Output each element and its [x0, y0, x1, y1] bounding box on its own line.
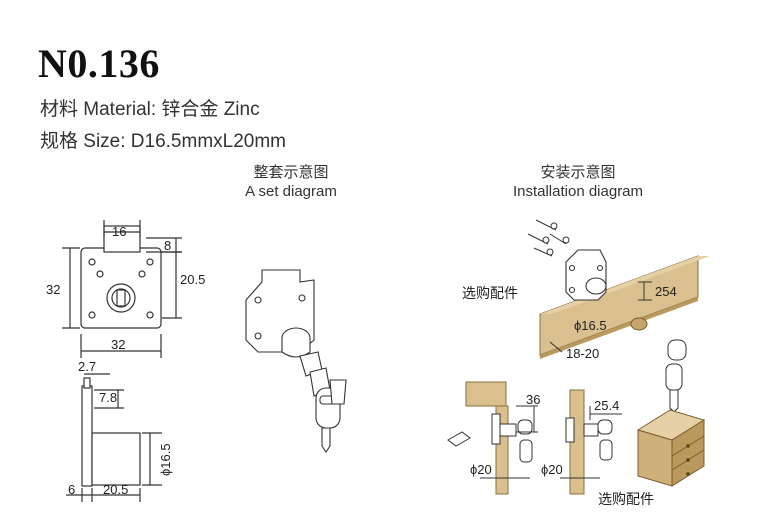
install-detail-left [447, 381, 538, 495]
dim-8: 8 [164, 238, 171, 253]
lock-set-illustration [245, 269, 347, 453]
dim-phi-20-right: ϕ20 [541, 462, 563, 477]
label-optional-parts: 选购配件 [462, 285, 518, 301]
installation-keys [665, 339, 687, 413]
dim-36: 36 [526, 392, 540, 407]
size-spec: 规格 Size: D16.5mmxL20mm [40, 131, 287, 152]
lock-front-view [62, 220, 182, 358]
installation-lock [565, 249, 607, 301]
dim-20-5-front: 20.5 [180, 272, 205, 287]
dim-6: 6 [68, 482, 75, 497]
set-diagram-caption-cn: 整套示意图 [253, 164, 329, 181]
dim-254: 254 [655, 284, 677, 299]
set-diagram-caption-en: A set diagram [245, 183, 337, 200]
installation-caption-cn: 安装示意图 [540, 164, 616, 181]
dim-phi-16-5-side: ϕ16.5 [158, 443, 173, 476]
dim-7-8: 7.8 [99, 390, 117, 405]
set-diagram-caption: 整套示意图 A set diagram [216, 163, 366, 201]
dim-2-7: 2.7 [78, 359, 96, 374]
dim-25-4: 25.4 [594, 398, 619, 413]
cabinet-illustration [636, 409, 706, 487]
lock-side-view [66, 373, 162, 502]
dim-16: 16 [112, 224, 126, 239]
material-spec: 材料 Material: 锌合金 Zinc [40, 99, 260, 120]
installation-caption-en: Installation diagram [512, 183, 644, 200]
dim-phi-20-left: ϕ20 [470, 462, 492, 477]
dim-20-5-side: 20.5 [103, 482, 128, 497]
dim-phi-16-5-install: ϕ16.5 [574, 318, 607, 333]
dim-18-20: 18-20 [566, 346, 599, 361]
install-detail-right [560, 389, 622, 495]
model-number: N0.136 [38, 41, 160, 86]
label-optional-parts-bottom: 选购配件 [598, 491, 654, 507]
dim-32-width: 32 [111, 337, 125, 352]
dim-32-height: 32 [46, 282, 60, 297]
installation-diagram-caption: 安装示意图 Installation diagram [480, 163, 676, 201]
installation-screws [527, 219, 570, 257]
